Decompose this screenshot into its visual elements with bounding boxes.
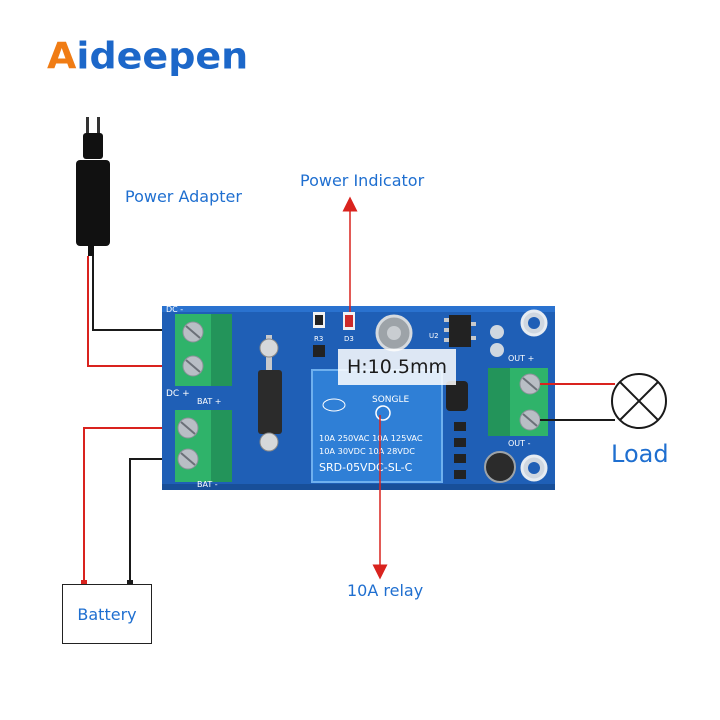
pcb-board [162,306,555,490]
silk-dc-plus: DC + [166,389,190,399]
relay-model: SRD-05VDC-SL-C [319,461,413,474]
load-lamp-icon [611,373,667,429]
silk-r3: R3 [314,335,323,343]
relay [311,369,443,483]
relay-brand: SONGLE [372,395,410,405]
power-indicator-label: Power Indicator [300,171,425,190]
silk-out-plus: OUT + [508,354,534,363]
silk-dc-minus: DC - [166,305,183,314]
brand-logo: Aideepen [47,35,248,77]
load-label: Load [611,440,669,468]
silk-u2: U2 [429,332,439,340]
silk-d3: D3 [344,335,354,343]
silk-bat-minus: BAT - [197,480,218,489]
battery-label: Battery [77,604,137,624]
power-adapter-label: Power Adapter [125,187,242,206]
height-dimension-label: H:10.5mm [338,349,456,385]
silk-out-minus: OUT - [508,439,531,448]
relay-rating-line1: 10A 250VAC 10A 125VAC [319,433,423,443]
relay-rating-line2: 10A 30VDC 10A 28VDC [319,446,415,456]
adapter-wires [87,256,185,367]
logo-text-rest: ideepen [76,35,249,77]
height-text: H:10.5mm [346,356,447,378]
load-wires [540,383,615,421]
logo-letter-a: A [47,35,77,77]
relay-label: 10A relay [347,581,424,600]
silk-bat-plus: BAT + [197,397,221,406]
battery-box: Battery [62,584,152,644]
power-adapter-plug [76,117,110,256]
